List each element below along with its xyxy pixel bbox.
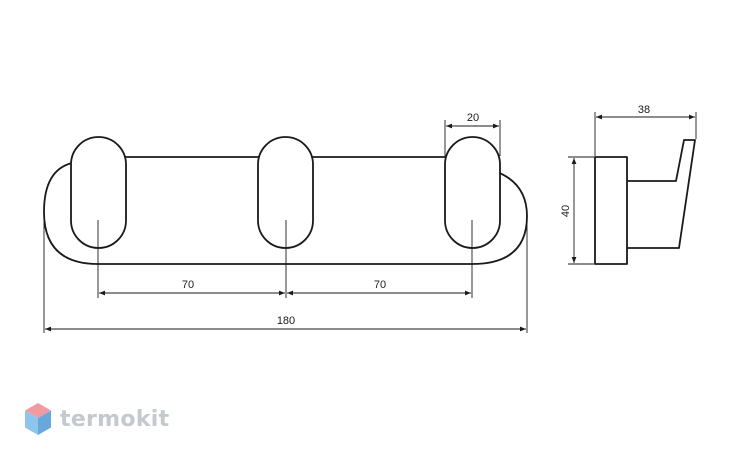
front-view xyxy=(43,136,528,265)
dim-overall-length: 180 xyxy=(277,315,295,327)
dim-height: 40 xyxy=(560,205,572,217)
dimension-lines xyxy=(43,112,697,333)
side-base xyxy=(594,156,628,265)
side-view xyxy=(594,139,696,265)
dim-hook-width: 20 xyxy=(467,112,479,124)
dim-spacing-left: 70 xyxy=(182,279,194,291)
hook-middle xyxy=(257,136,314,249)
hexagon-cube-icon xyxy=(25,403,51,435)
dim-spacing-right: 70 xyxy=(374,279,386,291)
dim-depth: 38 xyxy=(638,104,650,116)
brand-watermark: termokit xyxy=(24,402,169,436)
hook-left xyxy=(70,136,127,249)
side-hook xyxy=(627,139,696,249)
hook-right xyxy=(444,136,501,249)
brand-name: termokit xyxy=(60,406,170,432)
